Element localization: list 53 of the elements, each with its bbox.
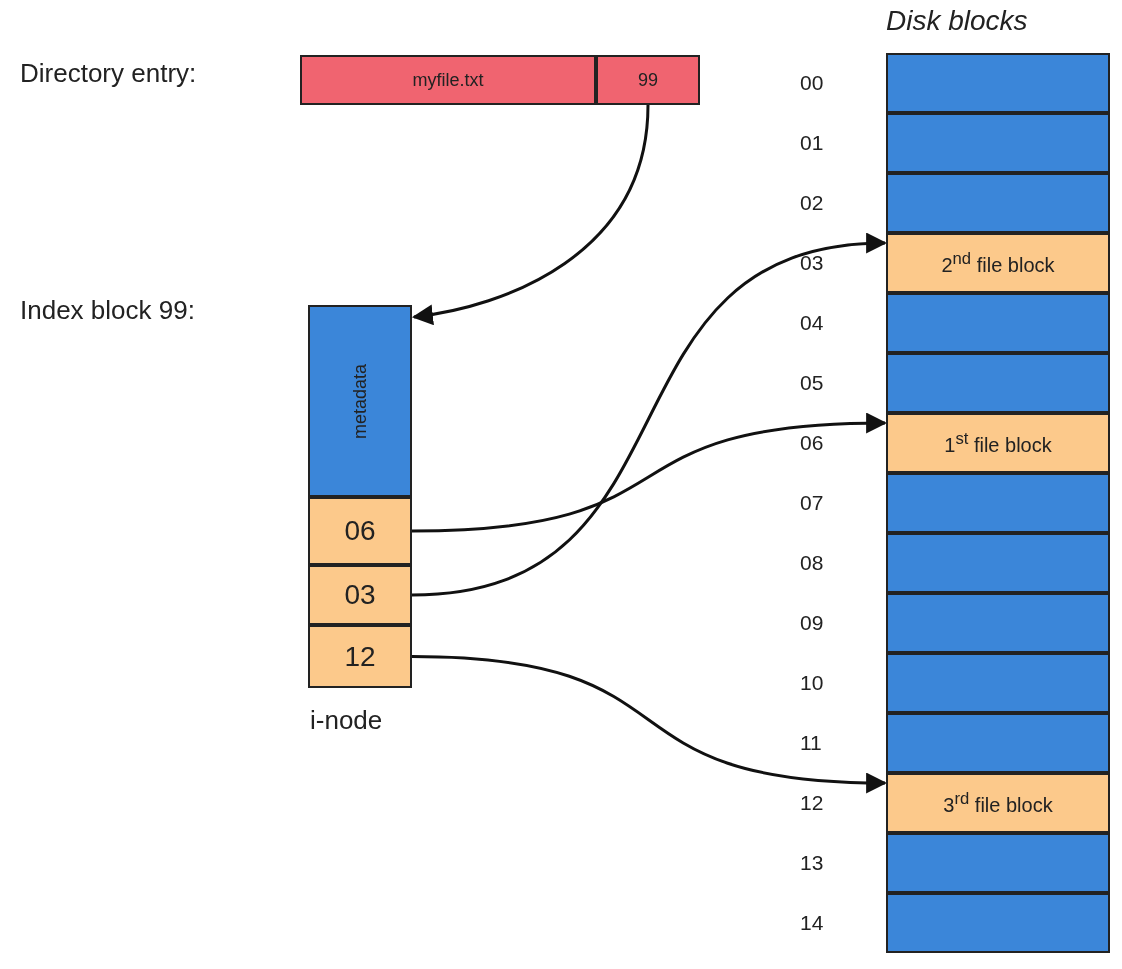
block-number: 12 — [800, 791, 824, 815]
file-block — [886, 773, 1110, 833]
label: metadata — [349, 363, 371, 439]
block-number: 00 — [800, 71, 824, 95]
label: 03 — [344, 579, 376, 611]
block-number: 01 — [800, 131, 824, 155]
disk-block — [886, 533, 1110, 593]
heading: Index block 99: — [20, 295, 195, 326]
disk-block — [886, 53, 1110, 113]
block-number: 14 — [800, 911, 824, 935]
block-number: 07 — [800, 491, 824, 515]
file-block — [886, 413, 1110, 473]
node-label: i-node — [310, 705, 383, 736]
disk-block — [886, 713, 1110, 773]
directory-field — [300, 55, 596, 105]
block-number: 09 — [800, 611, 824, 635]
label: 1$^{st}$ file block — [944, 429, 1052, 457]
label: 2$^{nd}$ file block — [941, 249, 1055, 277]
label: myfile.txt — [412, 69, 484, 91]
disk-block — [886, 653, 1110, 713]
block-number: 06 — [800, 431, 824, 455]
label: 99 — [638, 69, 658, 91]
disk-block — [886, 473, 1110, 533]
label: 3$^{rd}$ file block — [943, 789, 1053, 817]
metadata-field — [308, 305, 412, 497]
block-number: 11 — [800, 731, 822, 755]
disk-block — [886, 593, 1110, 653]
block-number: 04 — [800, 311, 824, 335]
pointer-field — [308, 497, 412, 565]
pointer-field — [308, 565, 412, 625]
heading: Directory entry: — [20, 58, 197, 89]
arrow — [411, 655, 888, 793]
label: 12 — [344, 640, 376, 673]
block-number: 02 — [800, 191, 824, 215]
file-block — [886, 233, 1110, 293]
pointer-field — [308, 625, 412, 688]
disk-block — [886, 293, 1110, 353]
block-number: 10 — [800, 671, 824, 695]
block-number: 13 — [800, 851, 824, 875]
directory-field — [596, 55, 700, 105]
disk-block — [886, 353, 1110, 413]
arrow — [411, 413, 888, 533]
label: 06 — [344, 515, 376, 547]
block-number: 08 — [800, 551, 824, 575]
disk-block — [886, 893, 1110, 953]
block-number: 03 — [800, 251, 824, 275]
disk-block — [886, 173, 1110, 233]
block-number: 05 — [800, 371, 824, 395]
arrow — [411, 234, 888, 597]
heading: Disk blocks — [886, 5, 1028, 37]
disk-block — [886, 113, 1110, 173]
disk-block — [886, 833, 1110, 893]
arrow — [411, 104, 650, 325]
